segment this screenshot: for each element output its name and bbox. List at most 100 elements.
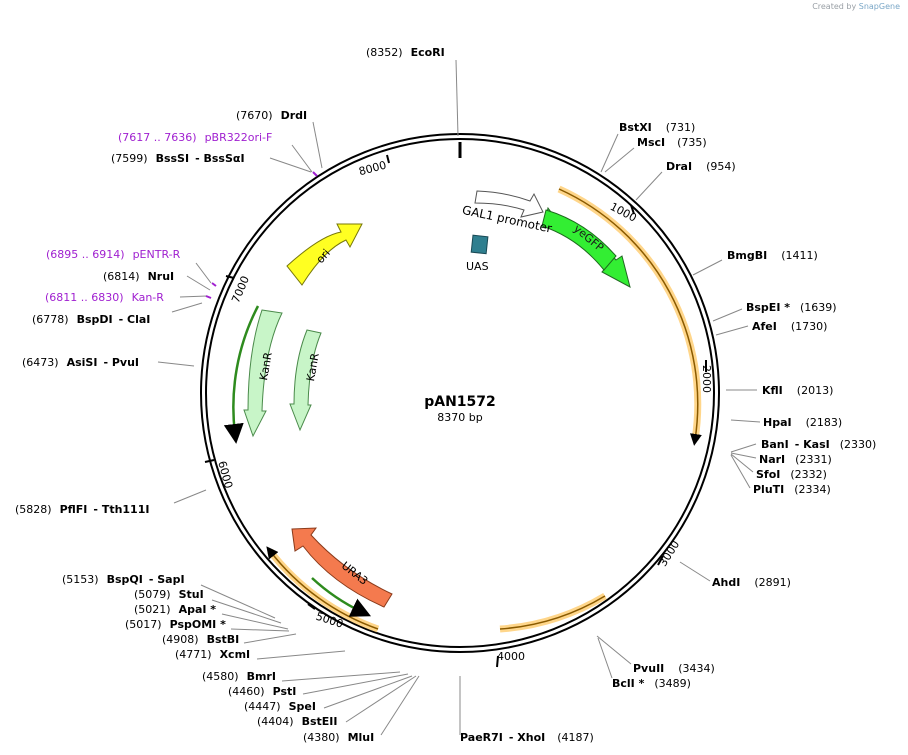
leader-line	[200, 584, 276, 619]
primer-pos: (7617 .. 7636)	[118, 131, 197, 144]
leader-line	[600, 133, 619, 173]
site-name: PstI	[273, 685, 297, 698]
primer-arc	[499, 595, 606, 630]
site-label-ecori: (8352)EcoRI	[366, 46, 445, 59]
leader-line	[715, 325, 749, 336]
leader-line	[230, 628, 290, 632]
tick-mark	[496, 655, 499, 668]
leader-line	[692, 259, 723, 276]
site-label-bspqi: (5153)BspQI- SapI	[62, 573, 185, 586]
site-name: BclI *	[612, 677, 645, 690]
plasmid-name: pAN1572	[424, 394, 496, 410]
leader-line	[281, 671, 401, 682]
site-name-2: SapI	[157, 573, 184, 586]
leader-line	[604, 147, 635, 173]
site-pos: (2332)	[790, 468, 827, 481]
site-name: StuI	[179, 588, 204, 601]
tick-label-8000: 8000	[357, 159, 387, 179]
site-name: AsiSI	[67, 356, 98, 369]
site-pos: (3489)	[654, 677, 691, 690]
ura3-strand-arc	[311, 577, 372, 617]
primer-arc	[266, 546, 379, 630]
site-pos: (5828)	[15, 503, 52, 516]
backbone-inner	[205, 138, 715, 648]
tick-mark	[657, 555, 664, 566]
site-name: SpeI	[289, 700, 316, 713]
site-name: AhdI	[712, 576, 740, 589]
leader-line	[211, 599, 282, 624]
site-name: BmgBI	[727, 249, 767, 262]
site-name: AfeI	[752, 320, 777, 333]
tick-label-2000: 2000	[700, 365, 713, 393]
site-pos: (4380)	[303, 731, 340, 744]
leader-line	[302, 673, 409, 695]
site-pos: (1411)	[781, 249, 818, 262]
site-label-afei: AfeI(1730)	[752, 320, 827, 333]
gal1-promoter-arrow	[474, 190, 544, 218]
leader-line	[179, 295, 208, 298]
leader-line	[597, 637, 613, 679]
leader-line	[256, 650, 346, 660]
site-pos: (8352)	[366, 46, 403, 59]
primer-name: pENTR-R	[133, 248, 181, 261]
site-label-drai: DraI (954)	[666, 160, 736, 173]
site-name: BspQI	[107, 573, 143, 586]
site-label-msci: MscI(735)	[637, 136, 707, 149]
tick-mark	[386, 154, 390, 164]
site-name-2: BssSαI	[203, 152, 244, 165]
site-label-bmgbi: BmgBI (1411)	[727, 249, 818, 262]
site-pos: (2330)	[840, 438, 877, 451]
ori-feature-arrow	[286, 223, 363, 286]
site-pos: (5017)	[125, 618, 162, 631]
backbone-outer	[200, 133, 720, 653]
primer-marker	[205, 295, 212, 299]
site-label-pflfi: (5828)PflFI- Tth111I	[15, 503, 149, 516]
primer-arcs	[266, 185, 702, 633]
primer-pos: (6895 .. 6914)	[46, 248, 125, 261]
tick-mark	[225, 275, 235, 279]
uas-feature-box	[470, 234, 489, 255]
kanr-strand-arc	[223, 305, 260, 444]
site-name: BanI	[761, 438, 789, 451]
leader-line	[455, 59, 459, 137]
site-label-paer7i: PaeR7I- XhoI(4187)	[460, 731, 594, 744]
tick-mark	[630, 204, 635, 215]
primer-pos: (6811 .. 6830)	[45, 291, 124, 304]
snapgene-logo: SnapGene	[858, 2, 900, 11]
plasmid-length: 8370 bp	[437, 411, 482, 424]
primer-label-kan-r: (6811 .. 6830) Kan-R	[45, 291, 164, 304]
site-name: DraI	[666, 160, 692, 173]
tick-mark	[307, 603, 316, 610]
site-name-2: ClaI	[127, 313, 150, 326]
site-name: BstXI	[619, 121, 652, 134]
site-label-bstbi: (4908)BstBI	[162, 633, 239, 646]
kanr-feature-arrow-2	[289, 329, 322, 432]
primer-name: pBR322ori-F	[205, 131, 273, 144]
leader-line	[596, 635, 632, 665]
leader-line	[157, 361, 195, 367]
leader-line	[312, 121, 323, 169]
site-name: PflFI	[60, 503, 88, 516]
yegfp-feature-body	[541, 209, 617, 271]
site-name-2: XhoI	[517, 731, 545, 744]
site-label-psti: (4460)PstI	[228, 685, 296, 698]
site-name: PaeR7I	[460, 731, 503, 744]
kanr-label-2: KanR	[304, 352, 322, 383]
leader-line	[730, 443, 757, 453]
site-pos: (2183)	[806, 416, 843, 429]
leader-line	[323, 675, 413, 709]
site-pos: (954)	[706, 160, 736, 173]
primer-arc	[558, 188, 702, 446]
site-name: PvuII	[633, 662, 664, 675]
leader-line	[679, 561, 711, 582]
primer-name: Kan-R	[132, 291, 165, 304]
site-name: KflI	[762, 384, 783, 397]
site-label-bsteii: (4404)BstEII	[257, 715, 337, 728]
kanr-feature-arrow	[243, 309, 283, 438]
site-label-kfli: KflI(2013)	[762, 384, 833, 397]
site-label-nari: NarI(2331)	[759, 453, 832, 466]
site-label-stui: (5079)StuI	[134, 588, 204, 601]
site-label-bani: BanI- KasI(2330)	[761, 438, 876, 451]
site-leader-lines	[157, 59, 761, 736]
site-pos: (6473)	[22, 356, 59, 369]
